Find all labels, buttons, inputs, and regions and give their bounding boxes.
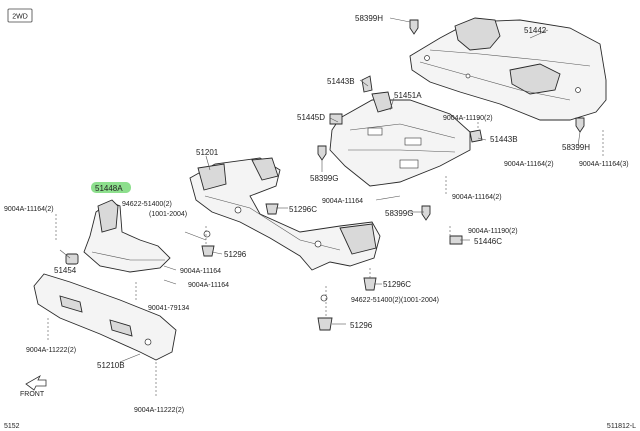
label-9004A-11164-a: 9004A-11164 (180, 268, 221, 275)
footer-left-code: 5152 (4, 423, 20, 430)
center-cover-51451A (329, 91, 471, 187)
label-51296C-mid: 51296C (383, 280, 411, 289)
label-90041-79134: 90041-79134 (148, 305, 189, 312)
label-9004A-11222-left: 9004A-11222(2) (26, 347, 76, 354)
label-51454: 51454 (54, 266, 77, 275)
label-9004A-11164-left: 9004A-11164(2) (4, 206, 54, 213)
label-51443B-top: 51443B (327, 77, 355, 86)
label-94622-mid: 94622-51400(2)(1001-2004) (351, 297, 439, 304)
label-9004A-11190-top: 9004A-11190(2) (443, 115, 493, 122)
front-member-51210B (33, 273, 177, 361)
label-51445D: 51445D (297, 113, 325, 122)
label-51451A: 51451A (394, 91, 422, 100)
label-58399H-right: 58399H (562, 143, 590, 152)
label-51201: 51201 (196, 148, 219, 157)
front-arrow: FRONT (20, 374, 47, 398)
label-9004A-11190-mid: 9004A-11190(2) (468, 228, 518, 235)
label-58399G-mid: 58399G (385, 209, 413, 218)
model-badge: 2WD (7, 8, 33, 23)
label-9004A-11164-mid: 9004A-11164 (322, 198, 363, 205)
fasteners (201, 19, 585, 331)
label-51448A: 51448A (95, 184, 123, 193)
label-9004A-11164-mid2: 9004A-11164(2) (452, 194, 502, 201)
label-51446C: 51446C (474, 237, 502, 246)
label-1001-2004-top: (1001-2004) (149, 211, 187, 218)
model-badge-text: 2WD (12, 14, 28, 21)
label-51296-bottom: 51296 (350, 321, 373, 330)
label-51442: 51442 (524, 26, 547, 35)
label-9004A-11164-b: 9004A-11164 (188, 282, 229, 289)
label-51443B-right: 51443B (490, 135, 518, 144)
label-51210B: 51210B (97, 361, 125, 370)
footer-right-code: 511812-L (607, 423, 636, 430)
label-51296-top: 51296 (224, 250, 247, 259)
under-cover-51442 (409, 17, 607, 121)
label-58399G-left: 58399G (310, 174, 338, 183)
leader-lines (47, 17, 604, 398)
label-94622-top: 94622-51400(2) (122, 201, 172, 208)
front-label: FRONT (20, 391, 45, 398)
bumper-51454 (65, 253, 79, 265)
label-58399H-top: 58399H (355, 14, 383, 23)
label-9004A-11222-bottom: 9004A-11222(2) (134, 407, 184, 414)
highlight-51448A (91, 182, 131, 193)
label-9004A-11164-rt2: 9004A-11164(3) (579, 161, 629, 168)
label-9004A-11164-rt1: 9004A-11164(2) (504, 161, 554, 168)
part-labels: 58399H 51442 51443B 51451A 51445D 9004A-… (4, 14, 629, 414)
label-51296C-top: 51296C (289, 205, 317, 214)
mount-bracket-51448A (83, 199, 171, 273)
crossmember-51201 (189, 157, 381, 271)
arrow-front-icon (25, 374, 47, 391)
